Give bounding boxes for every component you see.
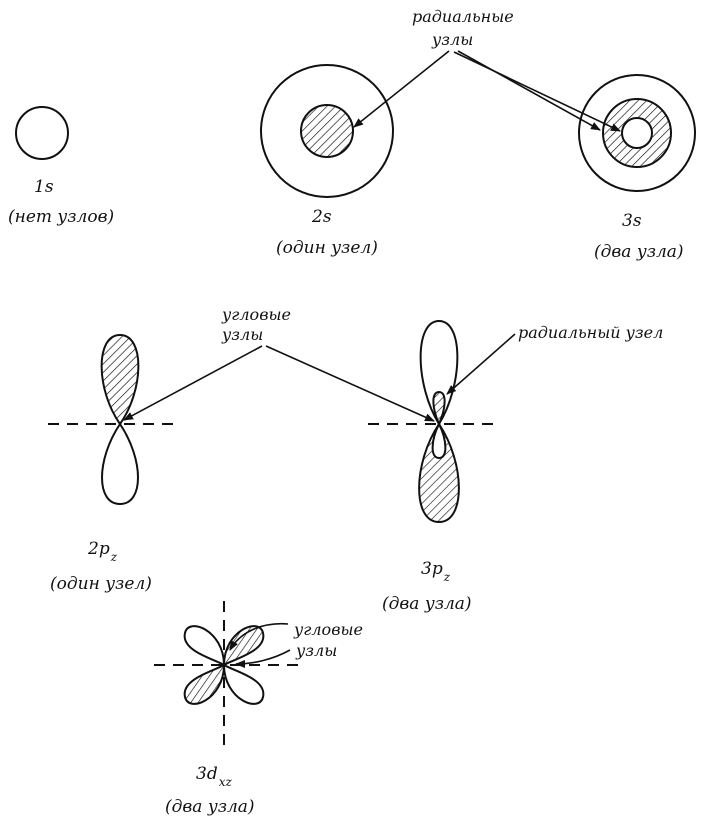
label-1s: 1s: [34, 177, 54, 197]
label-2pz: 2pz: [87, 539, 118, 564]
arrow-to-3s-node-outer: [457, 50, 601, 131]
arrow-to-3pz-node: [265, 345, 435, 422]
orbital-3pz-lower-inner-lobe: [431, 421, 447, 460]
label-3dxz-nodes: (два узла): [165, 797, 255, 817]
label-angular-nodes-d-line2: узлы: [295, 641, 337, 660]
label-angular-nodes-line2: узлы: [221, 325, 263, 344]
orbital-2pz: 2pz (один узел): [48, 333, 178, 594]
orbital-3s-core: [621, 117, 653, 149]
arrow-to-2s-node: [353, 50, 450, 128]
label-2s-nodes: (один узел): [276, 238, 378, 258]
orbital-3dxz-lobe-lower-right: [222, 663, 265, 705]
label-angular-nodes-line1: угловые: [221, 305, 291, 324]
orbital-3pz-upper-inner-lobe: [432, 390, 446, 427]
label-1s-nodes: (нет узлов): [8, 207, 114, 227]
arrow-to-3dxz-horizontal-node: [235, 649, 291, 668]
orbital-2pz-upper-lobe: [100, 333, 140, 426]
label-3s-nodes: (два узла): [594, 242, 684, 262]
label-angular-nodes-d-line1: угловые: [293, 620, 363, 639]
orbital-3dxz-lobe-upper-right: [222, 625, 265, 667]
orbital-3dxz: 3dxz (два узла) угловые узлы: [154, 601, 363, 817]
orbital-1s-sphere: [15, 106, 69, 160]
label-3pz-nodes: (два узла): [382, 594, 472, 614]
label-2s: 2s: [311, 207, 332, 227]
radial-nodes-callout: радиальные узлы: [353, 7, 621, 132]
orbital-3pz: 3pz (два узла) радиальный узел: [368, 319, 663, 614]
label-radial-nodes-line2: узлы: [431, 30, 473, 49]
orbital-3dxz-lobe-upper-left: [183, 625, 226, 667]
orbital-3pz-lower-outer-lobe: [418, 422, 460, 524]
orbital-1s: 1s (нет узлов): [8, 106, 114, 227]
label-radial-nodes-line1: радиальные: [412, 7, 514, 26]
orbital-3s: 3s (два узла): [578, 74, 696, 262]
arrow-to-3pz-radial-node: [446, 333, 516, 395]
orbital-3pz-upper-outer-lobe: [419, 319, 459, 426]
label-3dxz: 3dxz: [196, 764, 232, 789]
angular-nodes-callout: угловые узлы: [123, 305, 435, 422]
orbital-3dxz-lobe-lower-left: [183, 663, 226, 705]
orbital-2pz-lower-lobe: [101, 422, 139, 506]
label-3s: 3s: [622, 211, 642, 231]
arrow-to-3s-node-inner: [453, 51, 621, 132]
orbital-3dxz-lobes: [183, 625, 265, 705]
label-2pz-nodes: (один узел): [50, 574, 152, 594]
orbital-2s: 2s (один узел): [260, 64, 394, 258]
label-radial-node: радиальный узел: [518, 323, 663, 342]
arrow-to-3dxz-vertical-node: [229, 622, 289, 651]
arrow-to-2pz-node: [123, 345, 263, 421]
label-3pz: 3pz: [421, 559, 451, 584]
orbital-2s-inner-region: [300, 104, 354, 158]
